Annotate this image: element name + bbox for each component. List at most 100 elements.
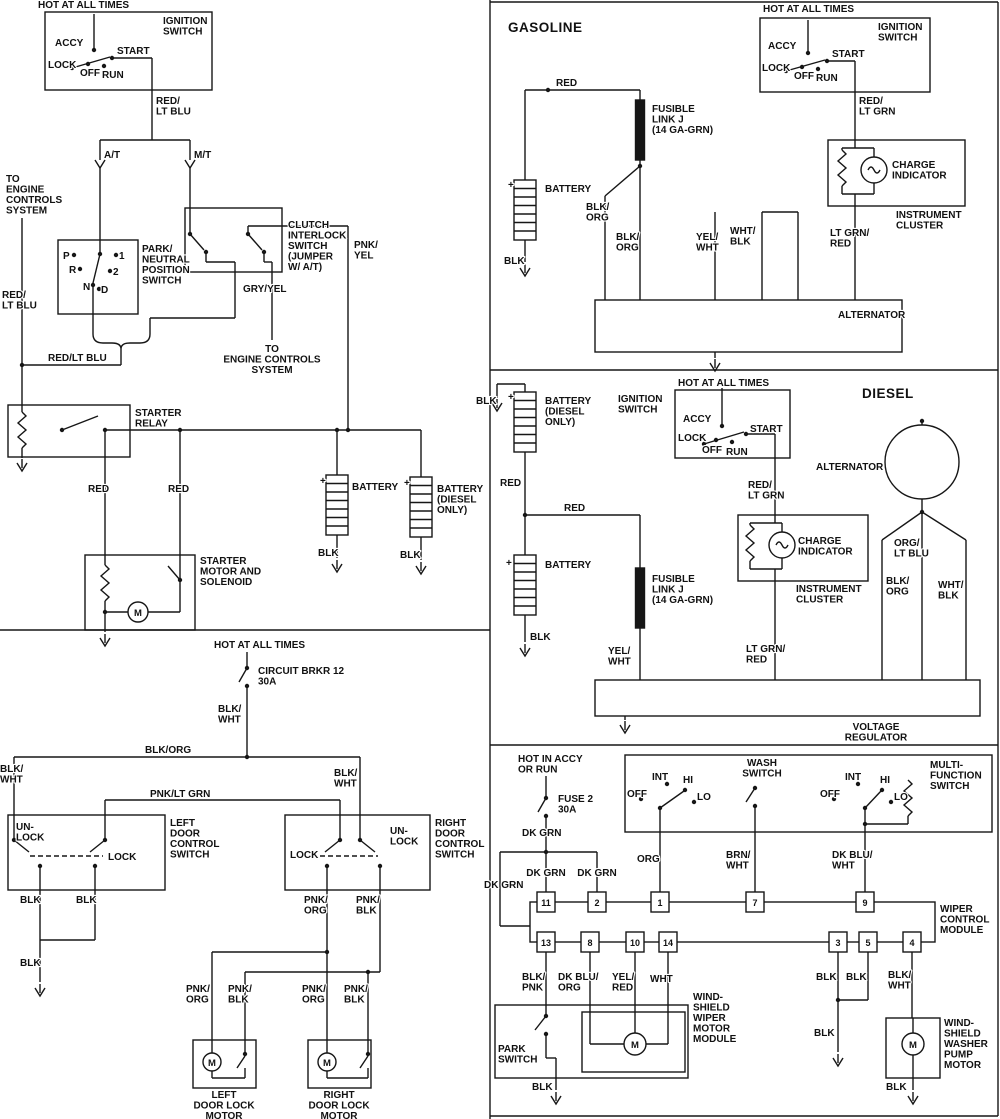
wire-blk-org-label: BLK/ORG: [616, 232, 640, 254]
alternator-label: ALTERNATOR: [838, 310, 906, 321]
wire-dk-grn-label: DK GRN: [484, 880, 523, 891]
pin-11: 11: [541, 898, 551, 908]
charge-indicator-icon: [860, 156, 888, 184]
door-lock-junction-dots: [11, 665, 383, 1057]
wire-blk-label: BLK: [476, 396, 497, 407]
right-door-motor-box: [307, 1039, 372, 1089]
ground-icon: [709, 358, 721, 372]
battery-label: BATTERY: [352, 482, 398, 493]
int-label: INT: [845, 772, 861, 783]
washer-pump-box: [885, 1017, 941, 1079]
wire-red-label: RED: [168, 484, 189, 495]
wire-pnk-org-label: PNK/ORG: [186, 984, 210, 1006]
wire-pnk-blk-label: PNK/BLK: [228, 984, 252, 1006]
ground-icon: [99, 633, 111, 647]
battery-diesel-icon: [513, 383, 537, 461]
hot-at-all-times-label: HOT AT ALL TIMES: [763, 4, 854, 15]
wire-pnk-ltgrn-label: PNK/LT GRN: [150, 789, 210, 800]
pin-2: 2: [594, 898, 599, 908]
battery-label: BATTERY: [545, 560, 591, 571]
gasoline-wires: [524, 20, 875, 358]
starter-motor-icon: [127, 601, 149, 623]
int-label: INT: [652, 772, 668, 783]
wiper-junction-dots: [543, 781, 894, 1037]
wire-pnk-org-label: PNK/ORG: [302, 984, 326, 1006]
lo-label: LO: [894, 792, 908, 803]
battery-icon: [513, 171, 537, 249]
wire-wht-blk-label: WHT/BLK: [938, 580, 964, 602]
washer-motor-icon: [901, 1032, 925, 1056]
battery-icon: [513, 546, 537, 624]
wire-blk-label: BLK: [20, 895, 41, 906]
pnp-2-label: 2: [113, 267, 119, 278]
door-lock-wires: [13, 652, 381, 1079]
wiper-motor-module-box: [494, 1004, 689, 1079]
pin-7: 7: [752, 898, 757, 908]
ignition-switch-box: [674, 389, 791, 459]
wiper-motor-inner-box: [581, 1011, 686, 1073]
ground-icon: [415, 561, 427, 575]
wire-dk-grn-label: DK GRN: [526, 868, 565, 879]
wire-red-ltgrn-label: RED/LT GRN: [859, 96, 895, 118]
alternator-label: ALTERNATOR: [816, 462, 884, 473]
battery-diesel-icon: [409, 468, 433, 546]
wire-blk-wht-label: BLK/WHT: [218, 704, 242, 726]
indicator-filament-icon: [867, 166, 881, 174]
wire-yel-red-label: YEL/RED: [612, 972, 634, 994]
resistor-icon: [837, 149, 847, 187]
wire-blk-label: BLK: [816, 972, 837, 983]
pin-5: 5: [865, 938, 870, 948]
accy-label: ACCY: [768, 41, 797, 52]
hot-at-all-times-label: HOT AT ALL TIMES: [38, 0, 129, 11]
lo-label: LO: [697, 792, 711, 803]
wire-gry-yel-label: GRY/YEL: [243, 284, 287, 295]
resistor-icon: [745, 524, 755, 562]
wire-blk-label: BLK: [504, 256, 525, 267]
wire-ltgrn-red-label: LT GRN/RED: [830, 228, 869, 250]
wire-red-ltblu-left-label: RED/LT BLU: [2, 290, 37, 312]
pin-4: 4: [909, 938, 914, 948]
wire-yel-wht-label: YEL/WHT: [696, 232, 719, 254]
ground-icon: [331, 559, 343, 573]
relay-coil-icon: [17, 411, 27, 449]
battery-icon: [325, 466, 349, 544]
battery-plus-label: +: [404, 478, 410, 489]
motor-m-label: M: [208, 1058, 216, 1069]
wire-yel-wht-label: YEL/WHT: [608, 646, 631, 668]
wiper-control-module-box: [529, 901, 936, 943]
wire-ltgrn-red-label: LT GRN/RED: [746, 644, 785, 666]
indicator-filament-icon: [775, 541, 789, 549]
pin-8: 8: [587, 938, 592, 948]
run-label: RUN: [816, 73, 838, 84]
hot-at-all-times-label: HOT AT ALL TIMES: [678, 378, 769, 389]
wiper-wires: [499, 776, 914, 1090]
accy-label: ACCY: [683, 414, 712, 425]
pnp-n-label: N: [83, 282, 90, 293]
lock-label: LOCK: [108, 852, 137, 863]
run-label: RUN: [102, 70, 124, 81]
pin-9: 9: [862, 898, 867, 908]
left-door-switch-box: [7, 814, 166, 891]
wire-blk-org-label: BLK/ORG: [145, 745, 191, 756]
lock-label: LOCK: [48, 60, 77, 71]
wire-brn-wht-label: BRN/WHT: [726, 850, 751, 872]
pin-10: 10: [630, 938, 640, 948]
lock-label: LOCK: [290, 850, 319, 861]
wire-org-label: ORG: [637, 854, 660, 865]
wire-blk-label: BLK: [76, 895, 97, 906]
